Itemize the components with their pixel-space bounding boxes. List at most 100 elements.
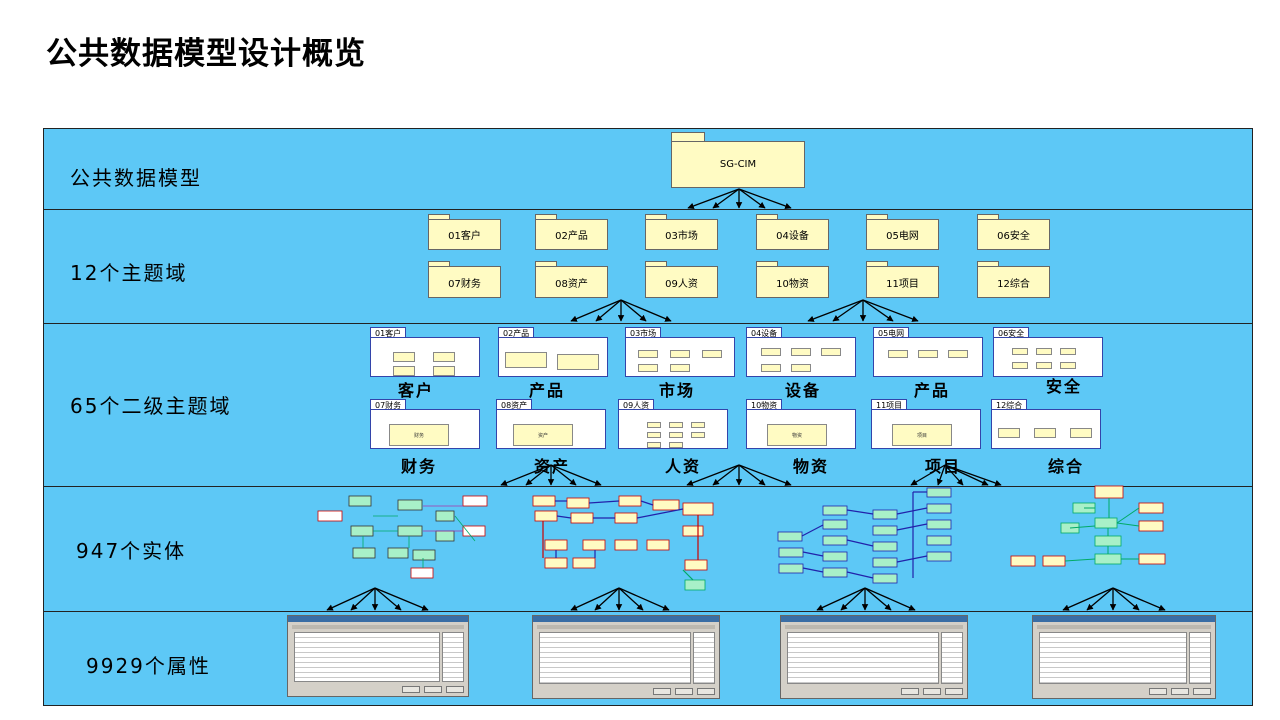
connector-line — [374, 587, 402, 611]
entity-box — [350, 525, 374, 537]
entity-box — [1138, 502, 1164, 514]
connector-line — [896, 523, 928, 531]
connector-line — [944, 464, 964, 486]
entity-box — [682, 502, 714, 516]
attribute-window-thumbnail — [780, 615, 968, 699]
level-label-entities: 947个实体 — [76, 539, 187, 563]
secondary-package: 10物资 物资 — [746, 399, 856, 449]
connector-line — [712, 464, 740, 486]
entity-box — [684, 579, 706, 591]
connector-line — [1086, 587, 1114, 611]
connector-arrows — [317, 188, 1166, 611]
secondary-package: 06安全 — [993, 327, 1103, 377]
connector-line — [738, 188, 792, 210]
connector-line — [832, 299, 864, 322]
domain-folder: 10物资 — [756, 261, 829, 298]
domain-folder: 09人资 — [645, 261, 718, 298]
secondary-package: 12综合 — [991, 399, 1101, 449]
secondary-caption: 安全 — [1046, 377, 1083, 396]
entity-box — [822, 505, 848, 516]
secondary-package: 03市场 — [625, 327, 735, 377]
domain-folder: 12综合 — [977, 261, 1050, 298]
connector-line — [738, 464, 766, 486]
secondary-package: 04设备 — [746, 327, 856, 377]
entity-box — [614, 539, 638, 551]
connector-line — [618, 587, 670, 611]
connector-line — [686, 464, 740, 486]
domain-folder: 01客户 — [428, 214, 501, 250]
entity-box — [926, 503, 952, 514]
connector-line — [1112, 587, 1140, 611]
entity-box — [684, 559, 708, 571]
connector-line — [738, 188, 766, 209]
secondary-package: 09人资 — [618, 399, 728, 449]
entity-box — [618, 495, 642, 507]
connector-line — [862, 299, 919, 322]
attribute-window-thumbnail — [1032, 615, 1216, 699]
entity-box — [822, 535, 848, 546]
connector-line — [636, 508, 684, 519]
entity-box — [777, 531, 803, 542]
connector-line — [550, 464, 602, 486]
secondary-package: 05电网 — [873, 327, 983, 377]
entity-box — [412, 549, 436, 561]
entity-box — [435, 530, 455, 542]
page-title: 公共数据模型设计概览 — [46, 36, 366, 72]
entity-box — [926, 519, 952, 530]
secondary-package: 08资产 资产 — [496, 399, 606, 449]
connector-line — [618, 587, 644, 611]
connector-line — [816, 587, 866, 611]
entity-box — [1094, 535, 1122, 547]
connector-line — [525, 464, 552, 486]
entity-box — [682, 525, 704, 537]
connector-line — [1116, 522, 1140, 527]
entity-box — [544, 539, 568, 551]
domain-folder: 08资产 — [535, 261, 608, 298]
entity-box — [572, 557, 596, 569]
connector-line — [846, 539, 874, 547]
connector-line — [1116, 507, 1140, 524]
secondary-package: 02产品 — [498, 327, 608, 377]
entity-box — [534, 510, 558, 522]
connector-line — [500, 464, 552, 486]
connector-line — [944, 464, 989, 486]
secondary-caption: 物资 — [793, 457, 830, 476]
connector-line — [350, 587, 376, 611]
connector-line — [1064, 558, 1096, 562]
domain-folder: 04设备 — [756, 214, 829, 250]
secondary-caption: 财务 — [401, 457, 438, 476]
connector-line — [570, 299, 622, 322]
entity-box — [614, 512, 638, 524]
entity-box — [1042, 555, 1066, 567]
entity-box — [352, 547, 376, 559]
entity-box — [387, 547, 409, 559]
entity-box — [872, 509, 898, 520]
entity-box — [397, 525, 423, 537]
domain-folder: 03市场 — [645, 214, 718, 250]
secondary-caption: 产品 — [529, 381, 566, 400]
entity-box — [544, 557, 568, 569]
secondary-caption: 客户 — [398, 381, 435, 400]
connector-line — [374, 587, 429, 611]
level-label-model: 公共数据模型 — [70, 166, 202, 190]
connector-line — [802, 567, 824, 573]
entity-box — [1094, 517, 1118, 529]
entity-box — [822, 551, 848, 562]
connector-line — [896, 555, 928, 563]
connector-line — [640, 500, 654, 506]
connector-line — [454, 515, 476, 542]
entity-box — [435, 510, 455, 522]
secondary-package: 07财务 财务 — [370, 399, 480, 449]
entity-box — [926, 487, 952, 498]
entity-box — [652, 499, 680, 511]
connector-line — [326, 587, 376, 611]
domain-folder: 07财务 — [428, 261, 501, 298]
connector-line — [802, 551, 824, 557]
entity-box — [1010, 555, 1036, 567]
connector-line — [846, 571, 874, 579]
connector-line — [1062, 587, 1114, 611]
connector-line — [620, 299, 672, 322]
secondary-caption: 综合 — [1048, 457, 1085, 476]
connector-line — [570, 587, 620, 611]
entity-box — [822, 567, 848, 578]
